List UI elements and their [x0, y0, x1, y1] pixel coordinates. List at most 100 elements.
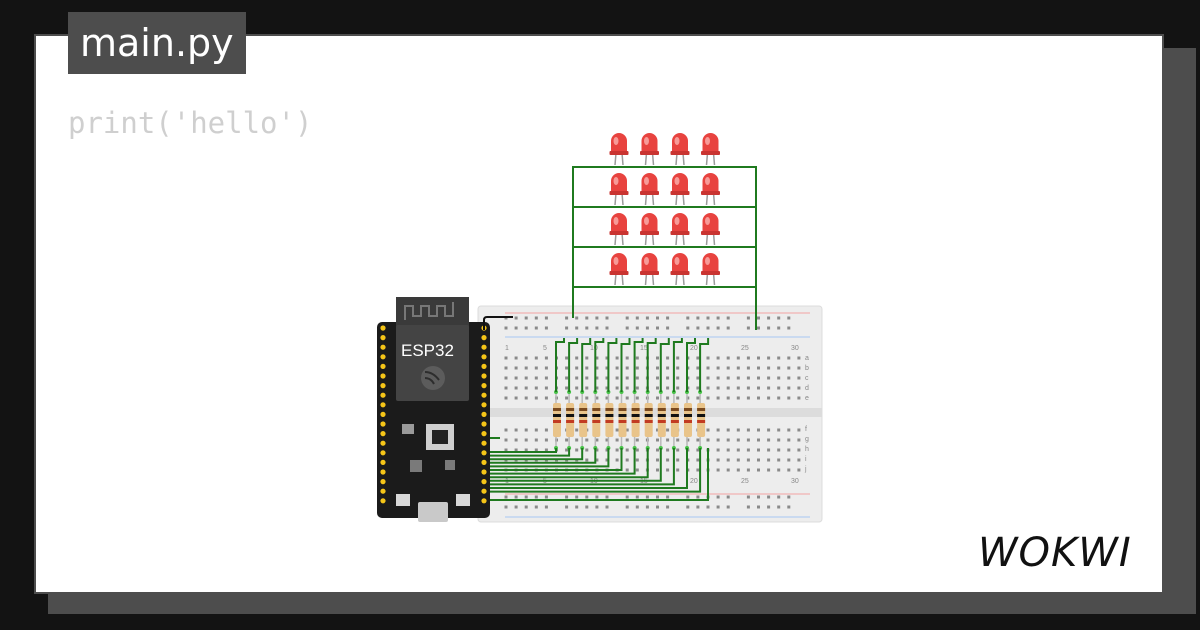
breadboard-hole — [625, 316, 629, 320]
col-label: 30 — [791, 478, 799, 485]
breadboard-hole — [645, 495, 649, 499]
led-rim — [609, 151, 629, 155]
breadboard-hole — [625, 448, 629, 452]
breadboard-hole — [757, 356, 760, 360]
header-pin — [380, 344, 386, 350]
reset-button[interactable] — [456, 494, 470, 506]
row-label: h — [805, 446, 809, 453]
breadboard-hole — [716, 376, 720, 380]
breadboard-hole — [676, 448, 680, 452]
breadboard-hole — [777, 468, 781, 472]
breadboard-hole — [575, 376, 579, 380]
breadboard-hole — [726, 505, 730, 509]
led — [670, 253, 690, 286]
breadboard-hole — [696, 356, 700, 360]
header-pin — [481, 411, 487, 417]
breadboard-hole — [696, 396, 700, 400]
resistor-band — [592, 408, 601, 411]
breadboard-hole — [575, 386, 579, 390]
header-pin — [481, 402, 487, 408]
board-label: ESP32 — [401, 341, 454, 360]
row-label: i — [805, 456, 807, 463]
breadboard-hole — [716, 505, 720, 509]
breadboard-hole — [645, 326, 649, 330]
breadboard-hole — [524, 505, 528, 509]
breadboard-hole — [716, 366, 720, 370]
led-body — [702, 213, 719, 233]
breadboard-hole — [656, 326, 659, 330]
breadboard-hole — [716, 448, 720, 452]
resistor-band — [644, 420, 653, 423]
led — [640, 253, 659, 286]
breadboard-hole — [625, 468, 629, 472]
header-pin — [380, 373, 386, 379]
breadboard-hole — [585, 356, 589, 360]
breadboard-hole — [696, 376, 700, 380]
breadboard-hole — [656, 316, 659, 320]
breadboard-hole — [726, 495, 730, 499]
breadboard-hole — [656, 495, 659, 499]
breadboard-hole — [676, 468, 680, 472]
breadboard-hole — [544, 376, 548, 380]
breadboard-hole — [534, 505, 538, 509]
breadboard-hole — [565, 316, 569, 320]
resistor-band — [566, 414, 575, 417]
breadboard-hole — [635, 366, 639, 370]
breadboard-hole — [706, 438, 710, 442]
breadboard-hole — [787, 366, 791, 370]
row-label: a — [805, 355, 809, 362]
breadboard-hole — [716, 428, 720, 432]
led-rim — [670, 271, 690, 275]
wire — [686, 338, 696, 392]
breadboard-hole — [777, 376, 781, 380]
resistor-band — [684, 414, 692, 417]
breadboard-hole — [524, 356, 528, 360]
breadboard-hole — [767, 326, 771, 330]
breadboard-hole — [504, 326, 508, 330]
esp32-board[interactable]: ESP32 — [377, 297, 490, 522]
header-pin — [380, 335, 386, 341]
wire — [572, 166, 757, 330]
header-pins-right — [481, 325, 487, 504]
breadboard-hole — [777, 448, 781, 452]
header-pin — [481, 479, 487, 485]
boot-button[interactable] — [396, 494, 410, 506]
breadboard-hole — [726, 438, 730, 442]
file-tab[interactable]: main.py — [68, 12, 246, 74]
resistor-band — [644, 414, 653, 417]
led-body — [702, 133, 719, 153]
breadboard-hole — [757, 366, 760, 370]
breadboard-hole — [666, 366, 670, 370]
led — [609, 173, 629, 206]
led-rim — [640, 191, 659, 195]
breadboard-hole — [696, 366, 700, 370]
breadboard-hole — [565, 376, 569, 380]
col-label: 25 — [741, 345, 749, 352]
col-label: 30 — [791, 345, 799, 352]
resistor-band — [657, 414, 666, 417]
breadboard-hole — [746, 438, 750, 442]
breadboard-hole — [736, 396, 740, 400]
breadboard-hole — [716, 386, 720, 390]
breadboard-hole — [625, 505, 629, 509]
header-pin — [481, 440, 487, 446]
breadboard-hole — [514, 316, 518, 320]
breadboard-hole — [676, 438, 680, 442]
led-highlight — [705, 177, 710, 185]
breadboard-hole — [585, 386, 589, 390]
led-rim — [609, 231, 629, 235]
breadboard-hole — [615, 438, 619, 442]
row-labels: a b c d e f g h i j — [804, 355, 809, 473]
breadboard-hole — [757, 468, 760, 472]
breadboard-hole — [635, 316, 639, 320]
breadboard-hole — [524, 396, 528, 400]
breadboard-hole — [666, 495, 670, 499]
breadboard-hole — [676, 356, 680, 360]
breadboard-hole — [757, 428, 760, 432]
resistor-band — [697, 414, 706, 417]
breadboard-hole — [726, 458, 730, 462]
led-body — [702, 253, 719, 273]
code-preview[interactable]: print('hello') — [68, 106, 313, 140]
breadboard-hole — [575, 366, 579, 370]
breadboard-hole — [575, 438, 579, 442]
